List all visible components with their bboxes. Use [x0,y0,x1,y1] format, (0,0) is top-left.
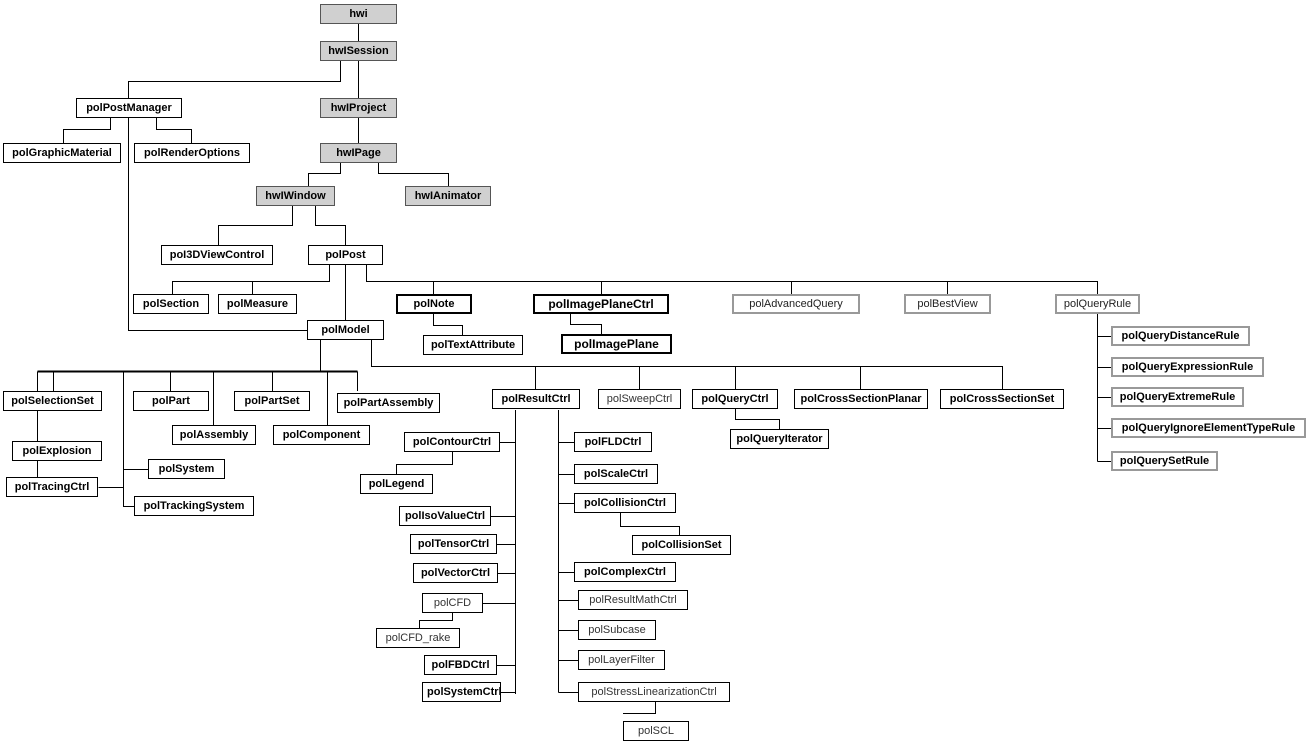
node-hwi: hwi [320,4,397,24]
node-polsystemctrl: polSystemCtrl [422,682,502,702]
node-polselectionset: polSelectionSet [3,391,102,411]
node-polstresslinearizationctrl: polStressLinearizationCtrl [578,682,730,702]
node-polimageplane: polImagePlane [561,334,672,354]
node-polnote: polNote [396,294,472,314]
node-hwisession: hwISession [320,41,397,61]
node-polcontourctrl: polContourCtrl [404,432,500,452]
node-polqueryrule: polQueryRule [1055,294,1140,314]
node-polpost: polPost [308,245,383,265]
node-polrenderoptions: polRenderOptions [134,143,250,163]
node-polqueryctrl: polQueryCtrl [692,389,778,409]
node-polsubcase: polSubcase [578,620,656,640]
node-poltrackingsystem: polTrackingSystem [134,496,254,516]
node-hwianimator: hwIAnimator [405,186,491,206]
node-polsection: polSection [133,294,209,314]
node-hwiproject: hwIProject [320,98,397,118]
node-poltextattribute: polTextAttribute [423,335,523,355]
node-polsweepctrl: polSweepCtrl [598,389,681,409]
node-polsystem: polSystem [148,459,225,479]
node-polcrosssectionset: polCrossSectionSet [940,389,1064,409]
node-polquerydistancerule: polQueryDistanceRule [1111,326,1250,346]
node-polmodel: polModel [307,320,384,340]
node-polcollisionctrl: polCollisionCtrl [574,493,676,513]
node-polcomplexctrl: polComplexCtrl [574,562,676,582]
node-polresultmathctrl: polResultMathCtrl [578,590,688,610]
node-polpartassembly: polPartAssembly [337,393,440,413]
node-polpart: polPart [133,391,209,411]
node-polquerysetrule: polQuerySetRule [1111,451,1218,471]
node-polimageplanectrl: polImagePlaneCtrl [533,294,669,314]
node-polscl: polSCL [623,721,689,741]
node-hwiwindow: hwIWindow [256,186,335,206]
node-polcollisionset: polCollisionSet [632,535,731,555]
node-poladvancedquery: polAdvancedQuery [732,294,860,314]
node-poltracingctrl: polTracingCtrl [6,477,98,497]
node-polisovaluectrl: polIsoValueCtrl [399,506,491,526]
node-polfldctrl: polFLDCtrl [574,432,652,452]
node-polcomponent: polComponent [273,425,370,445]
node-polpostmanager: polPostManager [76,98,182,118]
node-pollegend: polLegend [360,474,433,494]
node-polcfd-rake: polCFD_rake [376,628,460,648]
node-polcfd: polCFD [422,593,483,613]
node-polfbdctrl: polFBDCtrl [424,655,497,675]
node-polpartset: polPartSet [234,391,310,411]
node-polcrosssectionplanar: polCrossSectionPlanar [794,389,928,409]
node-polresultctrl: polResultCtrl [492,389,580,409]
node-pol3dviewcontrol: poI3DViewControl [161,245,273,265]
node-polassembly: polAssembly [172,425,256,445]
node-hwipage: hwIPage [320,143,397,163]
node-polgraphicmaterial: polGraphicMaterial [3,143,121,163]
node-polvectorctrl: polVectorCtrl [413,563,498,583]
node-polqueryiterator: polQueryIterator [730,429,829,449]
node-poltensorctrl: polTensorCtrl [410,534,497,554]
node-polqueryexpressionrule: polQueryExpressionRule [1111,357,1264,377]
node-polexplosion: polExplosion [12,441,102,461]
node-polbestview: polBestView [904,294,991,314]
node-polmeasure: polMeasure [218,294,297,314]
node-polqueryextremerule: polQueryExtremeRule [1111,387,1244,407]
node-polscalectrl: polScaleCtrl [574,464,658,484]
node-polqueryignoreelementtyperule: polQueryIgnoreElementTypeRule [1111,418,1306,438]
node-pollayerfilter: polLayerFilter [578,650,665,670]
